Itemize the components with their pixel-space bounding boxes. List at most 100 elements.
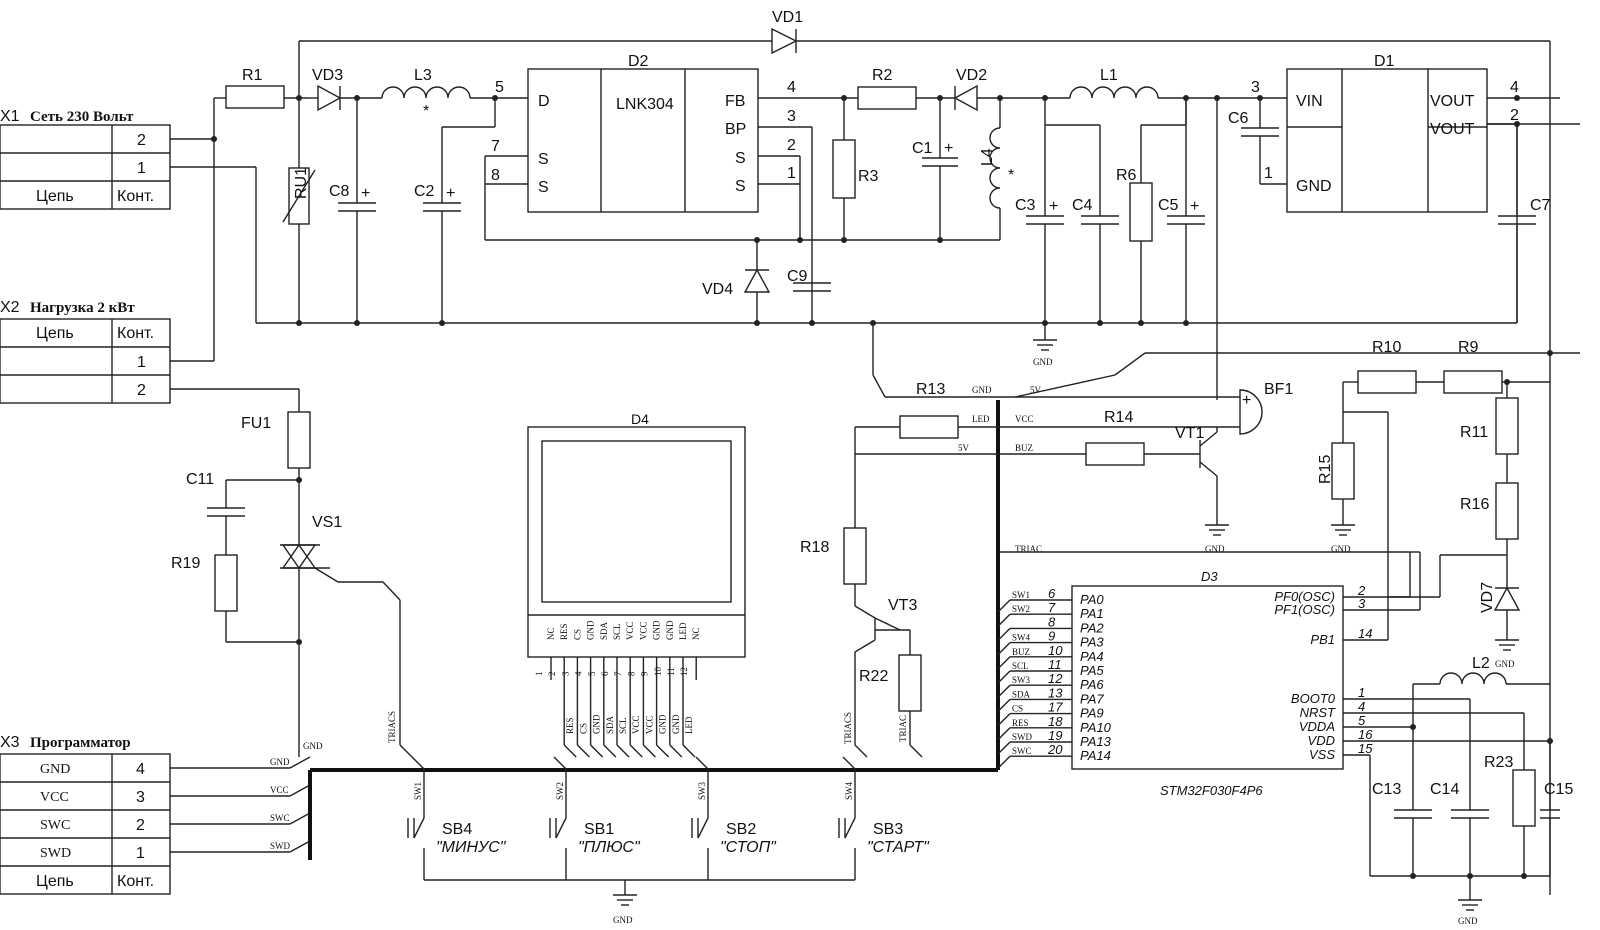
net-vcc: VCC — [1015, 414, 1034, 424]
button-contact — [697, 817, 709, 839]
d3-pin-num: 19 — [1048, 728, 1062, 743]
d4-bus-label: GND — [671, 714, 681, 734]
label-c9: C9 — [787, 268, 808, 285]
d3-pin-name: PA5 — [1080, 663, 1104, 678]
x2-hdr-circuit: Цепь — [36, 325, 74, 342]
d2-pin-4-num: 4 — [787, 79, 796, 96]
d4-bus-label: GND — [592, 714, 602, 734]
button-contact — [413, 817, 425, 839]
d4-pin-name: NC — [691, 627, 701, 640]
button-net: SW2 — [555, 782, 565, 800]
d2-pin-8-num: 8 — [491, 167, 500, 184]
d3-net-label: BUZ — [1012, 647, 1030, 657]
d1-pin-2-num: 2 — [1510, 107, 1519, 124]
x1-pin-1: 1 — [137, 160, 146, 177]
d3-pin-name: PA10 — [1080, 720, 1112, 735]
x2-hdr-contact: Конт. — [117, 325, 154, 342]
d3-pin-name: PA9 — [1080, 706, 1104, 721]
x3-pin-4: 4 — [136, 761, 145, 778]
d1-pin-4-num: 4 — [1510, 79, 1519, 96]
d3-pin-num: 8 — [1048, 614, 1056, 629]
label-r9: R9 — [1458, 339, 1479, 356]
connector-x1: X1 Сеть 230 Вольт 2 1 Цепь Конт. — [0, 108, 171, 210]
button-ref[interactable]: SB3 — [873, 821, 903, 838]
button-net: SW4 — [844, 782, 854, 801]
label-r6: R6 — [1116, 167, 1137, 184]
d3-right-pin-name: VDDA — [1299, 719, 1335, 734]
label-c4: C4 — [1072, 197, 1093, 214]
d3-pin-num: 10 — [1048, 643, 1063, 658]
label-c13: C13 — [1372, 781, 1401, 798]
buttons: SW1SB4"МИНУС"SW2SB1"ПЛЮС"SW3SB2"СТОП"SW4… — [407, 756, 930, 925]
x2-pin-2: 2 — [137, 382, 146, 399]
d2-pin-7-num: 7 — [491, 138, 500, 155]
label-r3: R3 — [858, 168, 879, 185]
d4-pin-name: RES — [559, 623, 569, 640]
d3-pin-name: PA4 — [1080, 649, 1104, 664]
button-ref[interactable]: SB2 — [726, 821, 756, 838]
d4-pin-name: GND — [665, 620, 675, 640]
label-l4: L4 — [979, 148, 996, 166]
button-label: "СТАРТ" — [867, 839, 930, 856]
label-c11: C11 — [186, 471, 214, 488]
label-c2: C2 — [414, 183, 435, 200]
x2-name: Нагрузка 2 кВт — [30, 300, 135, 316]
d4-pin-name: GND — [652, 620, 662, 640]
d3-pin-num: 13 — [1048, 685, 1063, 700]
label-r1: R1 — [242, 67, 263, 84]
d4-pin-name: GND — [586, 620, 596, 640]
d4-pin-name: NC — [546, 627, 556, 640]
d3-part: STM32F030F4P6 — [1160, 783, 1263, 798]
d3-right-pin-num: 5 — [1358, 713, 1366, 728]
d2-pin-1-name: S — [735, 178, 746, 195]
d3-net-label: SW4 — [1012, 633, 1031, 643]
x3-hdr-contact: Конт. — [117, 873, 154, 890]
x3-line-swd: SWD — [270, 841, 291, 851]
x3-pin-3: 3 — [136, 789, 145, 806]
d4-pin-name: VCC — [625, 621, 635, 640]
gnd-label-main: GND — [1033, 357, 1053, 367]
net-5v-top: 5V — [1030, 385, 1042, 395]
label-r15: R15 — [1317, 455, 1334, 484]
d3-right-pin-num: 3 — [1358, 596, 1366, 611]
d1-pin-2-name: VOUT — [1430, 121, 1475, 138]
label-ru1: RU1 — [293, 167, 310, 199]
d3-pin-num: 17 — [1048, 700, 1063, 715]
d3-pin-name: PA14 — [1080, 748, 1111, 763]
d3-pin-name: PA3 — [1080, 635, 1104, 650]
d3-net-label: CS — [1012, 704, 1023, 714]
x1-title: X1 — [0, 108, 20, 125]
d1-pin-4-name: VOUT — [1430, 93, 1475, 110]
d4-display: D4 NC1RES2RESCS3CSGND4GNDSDA5SDASCL6SCLV… — [527, 411, 746, 758]
label-r10: R10 — [1372, 339, 1401, 356]
button-ref[interactable]: SB1 — [584, 821, 614, 838]
d4-pin-name: VCC — [638, 621, 648, 640]
label-r22: R22 — [859, 668, 888, 685]
osc-divider: R10 R9 R11 R16 R15 VD7 GND GND — [1317, 339, 1550, 669]
d1-pin-1-num: 1 — [1264, 165, 1273, 182]
x3-net-vcc: VCC — [40, 790, 69, 805]
label-d2: D2 — [628, 53, 649, 70]
power-supply-wiring — [170, 40, 1580, 895]
label-vt1: VT1 — [1175, 425, 1204, 442]
label-c1: C1 — [912, 140, 933, 157]
d2-pin-7-name: S — [538, 151, 549, 168]
connector-x2: X2 Нагрузка 2 кВт Цепь Конт. 1 2 — [0, 299, 171, 404]
net-triacs-vt3: TRIACS — [843, 712, 853, 744]
d3-right-pin-name: VDD — [1308, 733, 1335, 748]
x3-line-gnd: GND — [270, 757, 290, 767]
x1-name: Сеть 230 Вольт — [30, 109, 134, 125]
d1-pin-3-name: VIN — [1296, 93, 1323, 110]
d4-pin-num: 3 — [560, 671, 570, 676]
d3-net-label: SDA — [1012, 689, 1031, 699]
d4-pin-num: 12 — [679, 667, 689, 676]
d4-bus-label: VCC — [644, 715, 654, 734]
d3-pin-num: 18 — [1048, 714, 1063, 729]
x3-pin-1: 1 — [136, 845, 145, 862]
d3-pin-name: PA1 — [1080, 606, 1104, 621]
label-r13: R13 — [916, 381, 945, 398]
d3-right-pin-name: BOOT0 — [1291, 691, 1336, 706]
button-ref[interactable]: SB4 — [442, 821, 472, 838]
d3-pin-num: 9 — [1048, 629, 1055, 644]
